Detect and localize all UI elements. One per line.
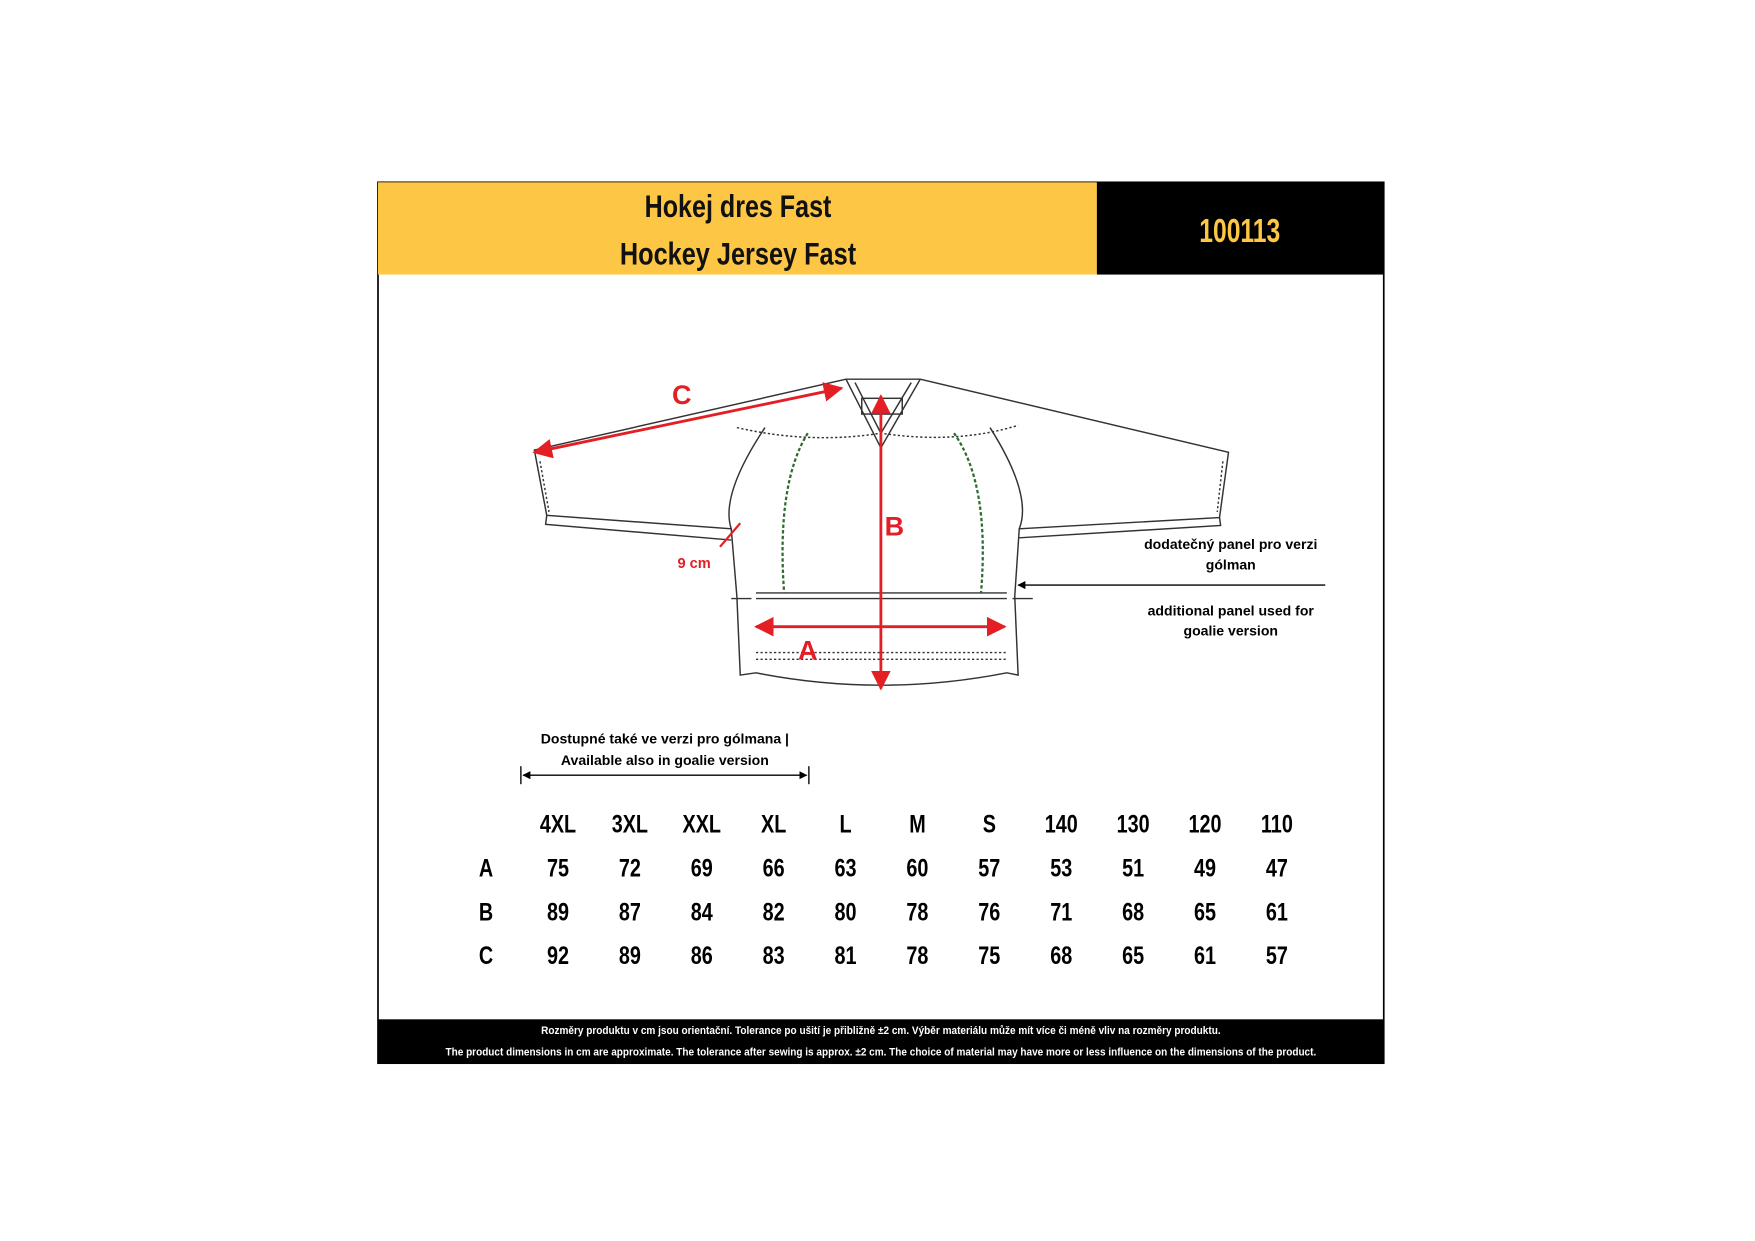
- table-cell: 61: [1194, 942, 1216, 970]
- title-cz: Hokej dres Fast: [645, 188, 832, 224]
- size-header: XXL: [683, 810, 721, 838]
- title-en: Hockey Jersey Fast: [620, 235, 857, 271]
- label-a: A: [798, 635, 817, 665]
- footer-band: [378, 1019, 1384, 1064]
- table-cell: 63: [835, 854, 857, 882]
- size-header: S: [983, 810, 996, 838]
- size-header: 3XL: [612, 810, 648, 838]
- table-cell: 72: [619, 854, 641, 882]
- goalie-panel-en-1: additional panel used for: [1148, 602, 1315, 618]
- product-code: 100113: [1199, 212, 1280, 250]
- table-cell: 89: [547, 898, 569, 926]
- row-label: A: [479, 854, 493, 882]
- table-cell: 76: [978, 898, 1000, 926]
- goalie-panel-cz-2: gólman: [1206, 556, 1256, 572]
- table-cell: 75: [978, 942, 1000, 970]
- table-cell: 68: [1050, 942, 1072, 970]
- table-cell: 69: [691, 854, 713, 882]
- table-cell: 89: [619, 942, 641, 970]
- table-cell: 65: [1122, 942, 1144, 970]
- goalie-note-2: Available also in goalie version: [561, 752, 769, 768]
- size-header: 4XL: [540, 810, 576, 838]
- table-cell: 68: [1122, 898, 1144, 926]
- goalie-panel-en-2: goalie version: [1184, 623, 1278, 639]
- table-cell: 51: [1122, 854, 1144, 882]
- cuff-measure-line: [719, 522, 742, 548]
- table-cell: 83: [763, 942, 785, 970]
- size-header: 110: [1261, 810, 1293, 838]
- footer-note-cz: Rozměry produktu v cm jsou orientační. T…: [541, 1025, 1221, 1037]
- table-cell: 75: [547, 854, 569, 882]
- table-cell: 66: [763, 854, 785, 882]
- table-cell: 84: [691, 898, 713, 926]
- goalie-note-1: Dostupné také ve verzi pro gólmana |: [541, 731, 789, 747]
- table-cell: 53: [1050, 854, 1072, 882]
- size-header: XL: [761, 810, 786, 838]
- table-cell: 92: [547, 942, 569, 970]
- arrow-c: [532, 382, 844, 459]
- size-header: 120: [1188, 810, 1221, 838]
- size-header: 140: [1045, 810, 1078, 838]
- table-cell: 71: [1050, 898, 1072, 926]
- header-title-band: [378, 182, 1097, 275]
- table-cell: 57: [978, 854, 1000, 882]
- row-label: C: [479, 942, 493, 970]
- table-cell: 61: [1266, 898, 1288, 926]
- table-cell: 86: [691, 942, 713, 970]
- table-cell: 49: [1194, 854, 1216, 882]
- table-cell: 65: [1194, 898, 1216, 926]
- size-header: 130: [1117, 810, 1150, 838]
- table-cell: 47: [1266, 854, 1288, 882]
- table-cell: 60: [906, 854, 928, 882]
- table-cell: 78: [906, 898, 928, 926]
- label-c: C: [672, 380, 691, 410]
- row-label: B: [479, 898, 493, 926]
- table-cell: 81: [835, 942, 857, 970]
- cuff-label: 9 cm: [677, 556, 710, 572]
- size-header: L: [840, 810, 852, 838]
- table-cell: 82: [763, 898, 785, 926]
- table-cell: 80: [835, 898, 857, 926]
- table-cell: 78: [906, 942, 928, 970]
- goalie-panel-cz-1: dodatečný panel pro verzi: [1144, 536, 1317, 552]
- footer-note-en: The product dimensions in cm are approxi…: [446, 1046, 1317, 1058]
- table-cell: 57: [1266, 942, 1288, 970]
- label-b: B: [885, 512, 904, 542]
- header-code-band: [1096, 182, 1384, 275]
- size-header: M: [909, 810, 925, 838]
- table-cell: 87: [619, 898, 641, 926]
